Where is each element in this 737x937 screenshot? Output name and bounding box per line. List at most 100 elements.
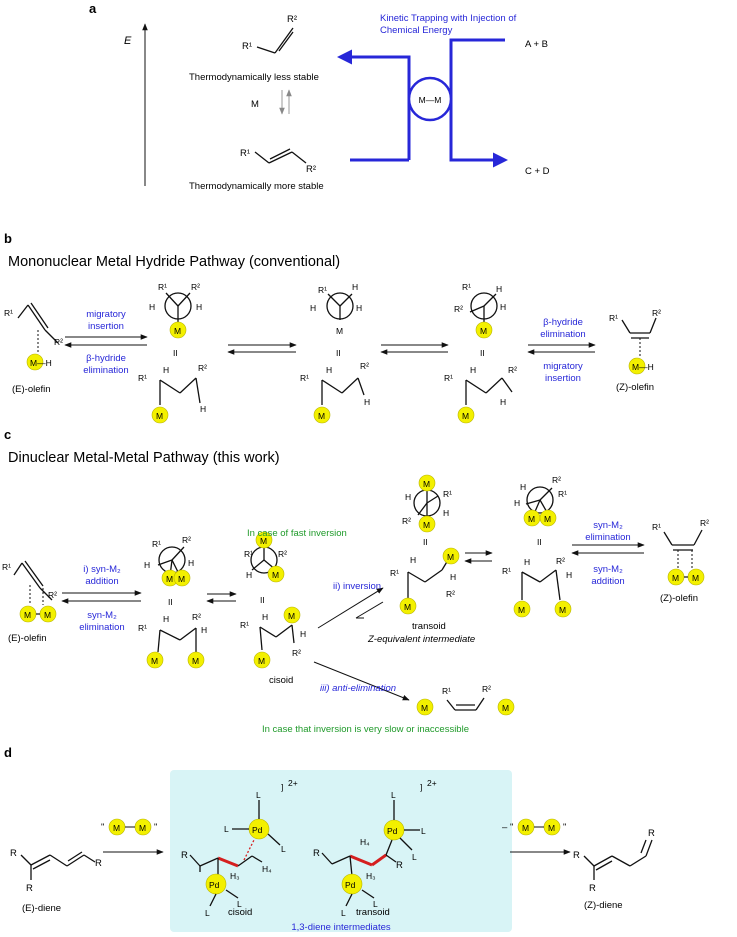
c-slow-inversion: In case that inversion is very slow or i…	[262, 724, 469, 735]
svg-text:M: M	[462, 411, 469, 421]
svg-text:H: H	[500, 397, 506, 407]
d-e-diene-label: (E)-diene	[22, 903, 61, 914]
svg-text:H₄: H₄	[262, 864, 272, 874]
b-mig-ins-3: migratory	[543, 361, 583, 372]
c-inversion-label: ii) inversion	[333, 581, 381, 592]
svg-text:R: R	[589, 883, 596, 894]
kinetic-line1: Kinetic Trapping with Injection of	[380, 13, 517, 24]
c-syn-m2-add-2: addition	[591, 576, 624, 587]
svg-text:R²: R²	[700, 518, 709, 528]
svg-text:M: M	[447, 552, 454, 562]
svg-text:L: L	[391, 790, 396, 800]
c-syn-add-2: addition	[85, 576, 118, 587]
products-label: C + D	[525, 166, 550, 177]
catalyst-circle	[407, 76, 453, 122]
svg-text:M: M	[692, 573, 699, 583]
svg-text:H: H	[352, 282, 358, 292]
b-newman-1: M R¹ R² H H II	[149, 282, 202, 358]
svg-text:R¹: R¹	[444, 373, 453, 383]
b-mh-z: M—H	[632, 362, 654, 372]
svg-text:R¹: R¹	[138, 623, 147, 633]
svg-text:R¹: R¹	[158, 282, 167, 292]
svg-text:Pd: Pd	[345, 880, 356, 890]
b-sawhorse-3: M R¹ H R² H	[444, 365, 517, 424]
svg-text:H: H	[163, 365, 169, 375]
svg-text:H: H	[450, 572, 456, 582]
svg-text:R²: R²	[198, 363, 207, 373]
svg-text:M: M	[672, 573, 679, 583]
svg-text:M: M	[480, 326, 487, 336]
b-newman-2: R¹ H H H M II	[310, 282, 362, 358]
svg-text:R: R	[396, 860, 403, 871]
panel-b-heading: Mononuclear Metal Hydride Pathway (conve…	[8, 254, 340, 270]
c-eq-3: II	[423, 537, 428, 547]
c-eq-1: II	[168, 597, 173, 607]
svg-text:R¹: R¹	[318, 285, 327, 295]
svg-text:R¹: R¹	[2, 562, 11, 572]
z-olefin-structure: R¹ R²	[242, 14, 297, 54]
c-syn-add-1: i) syn-M₂	[83, 564, 121, 575]
more-stable-label: Thermodynamically more stable	[189, 181, 324, 192]
kinetic-line2: Chemical Energy	[380, 25, 453, 36]
c-transoid: MM R¹H HR²	[390, 547, 460, 615]
svg-text:L: L	[341, 908, 346, 918]
svg-text:R²: R²	[292, 648, 301, 658]
c-transoid-label: transoid	[412, 621, 446, 632]
svg-text:H: H	[200, 404, 206, 414]
d-transoid-label: transoid	[356, 907, 390, 918]
svg-text:": "	[510, 822, 513, 833]
d-cisoid-label: cisoid	[228, 907, 252, 918]
b-mig-ins-2: insertion	[88, 321, 124, 332]
svg-text:H: H	[524, 557, 530, 567]
b-e-olefin: R¹ R² M—H	[4, 302, 63, 371]
c-syn-m2-add-1: syn-M₂	[593, 564, 623, 575]
svg-text:R: R	[573, 850, 580, 861]
svg-text:R²: R²	[652, 308, 661, 318]
svg-text:R²: R²	[556, 556, 565, 566]
svg-text:–: –	[502, 822, 508, 833]
e-r2: R²	[306, 164, 316, 175]
svg-text:Pd: Pd	[252, 825, 263, 835]
catalyst-label: M—M	[419, 95, 442, 105]
b-eq-3: II	[480, 348, 485, 358]
e-olefin-structure: R¹ R²	[240, 148, 316, 175]
panel-d-letter: d	[4, 745, 12, 760]
svg-text:H₄: H₄	[360, 837, 370, 847]
c-anti-elim-label: iii) anti-elimination	[320, 683, 396, 694]
svg-text:M: M	[404, 602, 411, 612]
svg-text:R¹: R¹	[462, 282, 471, 292]
svg-text:L: L	[412, 852, 417, 862]
svg-text:R: R	[26, 883, 33, 894]
panel-d: d R R R (E)-diene " M M " R	[4, 745, 655, 933]
svg-text:L: L	[224, 824, 229, 834]
panel-c: c Dinuclear Metal-Metal Pathway (this wo…	[2, 427, 709, 735]
b-beta-elim-3: β-hydride	[543, 317, 583, 328]
c-cisoid-label: cisoid	[269, 675, 293, 686]
svg-text:L: L	[421, 826, 426, 836]
svg-text:]: ]	[281, 782, 283, 792]
c-syn-m2-elim-2: elimination	[585, 532, 630, 543]
svg-text:M: M	[423, 520, 430, 530]
svg-text:R²: R²	[402, 516, 411, 526]
c-syn-m2-elim-1: syn-M₂	[593, 520, 623, 531]
svg-text:M: M	[139, 823, 146, 833]
svg-text:M: M	[178, 574, 185, 584]
svg-text:Pd: Pd	[387, 826, 398, 836]
svg-text:": "	[563, 822, 566, 833]
svg-text:M: M	[522, 823, 529, 833]
svg-text:H: H	[144, 560, 150, 570]
svg-text:R¹: R¹	[300, 373, 309, 383]
svg-text:H₃: H₃	[230, 871, 240, 881]
svg-text:L: L	[373, 899, 378, 909]
b-mig-ins-1: migratory	[86, 309, 126, 320]
svg-text:R: R	[95, 858, 102, 869]
svg-text:M: M	[336, 326, 343, 336]
svg-text:2+: 2+	[288, 778, 298, 788]
kinetic-trapping-scheme: M—M	[337, 38, 508, 168]
svg-text:H: H	[520, 482, 526, 492]
svg-text:R¹: R¹	[652, 522, 661, 532]
